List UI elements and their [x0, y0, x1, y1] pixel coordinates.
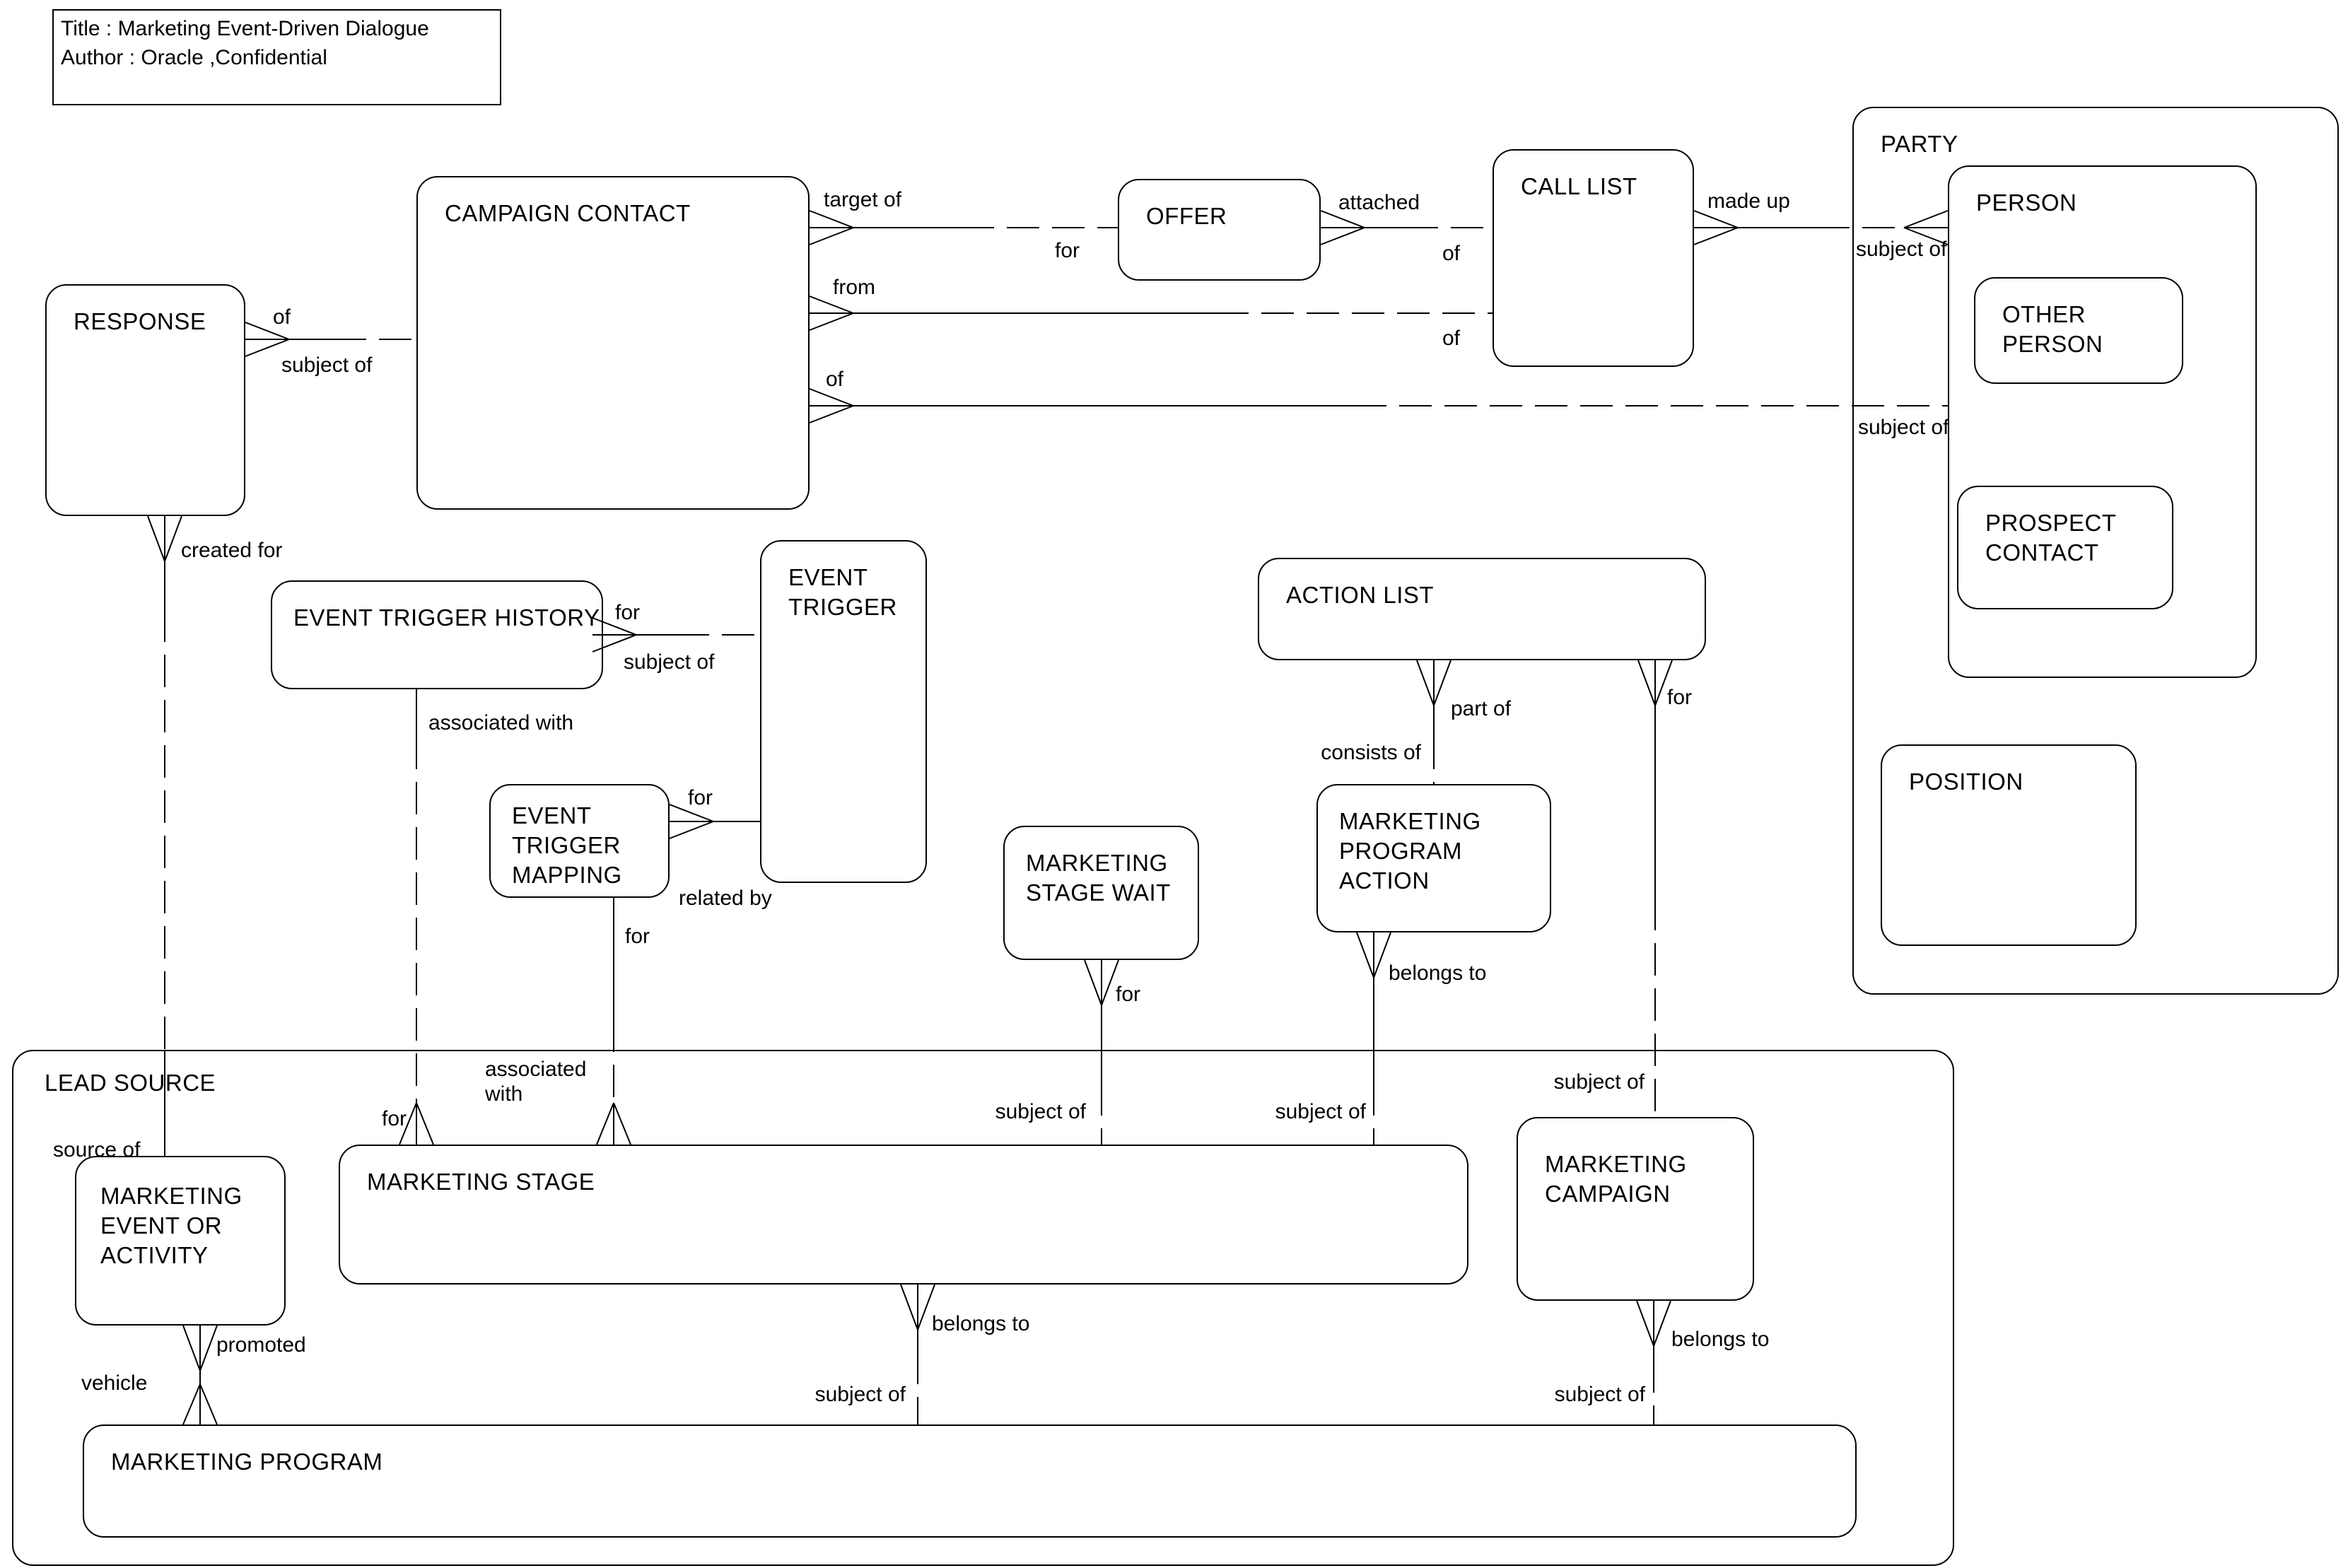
- rel-label-for: for: [625, 925, 650, 948]
- rel-label-subject-of: subject of: [281, 353, 373, 377]
- crowsfoot-campaign-contact-person-icon: [809, 388, 854, 423]
- rel-label-for: for: [381, 1107, 407, 1130]
- rel-label-vehicle: vehicle: [81, 1371, 148, 1395]
- rel-label-subject-of: subject of: [1553, 1070, 1645, 1094]
- entity-action-list: ACTION LIST: [1258, 558, 1706, 660]
- rel-label-for: for: [1116, 983, 1141, 1006]
- entity-label: EVENT TRIGGER MAPPING: [512, 802, 622, 889]
- entity-label: MARKETING STAGE WAIT: [1026, 850, 1171, 906]
- entity-marketing-program-action: MARKETING PROGRAM ACTION: [1316, 784, 1551, 932]
- entity-label: EVENT TRIGGER HISTORY: [293, 604, 600, 631]
- entity-label: MARKETING STAGE: [367, 1169, 595, 1195]
- rel-label-made-up: made up: [1707, 189, 1790, 213]
- entity-label: CALL LIST: [1521, 173, 1637, 199]
- entity-campaign-contact: CAMPAIGN CONTACT: [416, 176, 810, 510]
- crowsfoot-response-mea-icon: [147, 515, 182, 562]
- rel-label-of: of: [1442, 242, 1461, 265]
- entity-label: ACTION LIST: [1286, 582, 1435, 608]
- crowsfoot-msw-marketing-stage-icon: [1084, 959, 1119, 1006]
- entity-marketing-stage-wait: MARKETING STAGE WAIT: [1003, 826, 1199, 960]
- entity-prospect-contact: PROSPECT CONTACT: [1957, 486, 2173, 609]
- entity-label: POSITION: [1909, 768, 2023, 795]
- entity-label: RESPONSE: [74, 308, 206, 334]
- entity-party: PARTY: [1852, 107, 2339, 995]
- rel-label-promoted: promoted: [216, 1333, 306, 1357]
- rel-label-from: from: [833, 276, 875, 299]
- crowsfoot-call-list-person-at-call-list-icon: [1693, 210, 1739, 245]
- entity-label: CAMPAIGN CONTACT: [445, 200, 691, 226]
- rel-label-subject-of: subject of: [995, 1100, 1086, 1123]
- entity-label: PARTY: [1881, 131, 1958, 157]
- entity-label: OTHER PERSON: [2002, 301, 2103, 358]
- rel-label-subject-of: subject of: [624, 650, 715, 674]
- rel-label-for: for: [1667, 686, 1693, 709]
- crowsfoot-campaign-contact-offer-icon: [809, 210, 854, 245]
- entity-label: EVENT TRIGGER: [788, 564, 897, 621]
- rel-label-consists-of: consists of: [1321, 741, 1421, 764]
- author-line: Author : Oracle ,Confidential: [61, 45, 327, 69]
- crowsfoot-mpa-marketing-stage-icon: [1356, 932, 1391, 978]
- rel-label-target-of: target of: [824, 188, 902, 211]
- rel-label-belongs-to: belongs to: [932, 1312, 1030, 1335]
- entity-label: MARKETING CAMPAIGN: [1545, 1151, 1687, 1207]
- rel-label-source-of: source of: [53, 1138, 141, 1162]
- entity-label: MARKETING PROGRAM ACTION: [1339, 808, 1481, 894]
- rel-label-attached: attached: [1338, 191, 1420, 214]
- entity-label: MARKETING EVENT OR ACTIVITY: [100, 1183, 243, 1269]
- rel-label-of: of: [273, 305, 291, 329]
- rel-label-part-of: part of: [1451, 697, 1512, 720]
- rel-label-subject-of: subject of: [1856, 238, 1947, 261]
- rel-label-associated-with: associated with: [428, 711, 574, 735]
- diagram-title: Title : Marketing Event-Driven Dialogue …: [61, 15, 429, 72]
- rel-label-belongs-to: belongs to: [1671, 1328, 1770, 1351]
- entity-event-trigger-mapping: EVENT TRIGGER MAPPING: [489, 784, 670, 898]
- rel-label-subject-of: subject of: [814, 1383, 906, 1406]
- rel-label-belongs-to: belongs to: [1389, 961, 1487, 985]
- rel-label-subject-of: subject of: [1554, 1383, 1645, 1406]
- entity-label: OFFER: [1146, 203, 1227, 229]
- entity-position: POSITION: [1881, 744, 2137, 946]
- entity-marketing-event-or-activity: MARKETING EVENT OR ACTIVITY: [75, 1156, 286, 1326]
- entity-label: LEAD SOURCE: [45, 1070, 216, 1096]
- rel-label-created-for: created for: [181, 539, 283, 562]
- title-line: Title : Marketing Event-Driven Dialogue: [61, 17, 429, 40]
- entity-event-trigger: EVENT TRIGGER: [760, 540, 927, 883]
- entity-label: PROSPECT CONTACT: [1985, 510, 2117, 566]
- entity-label: PERSON: [1976, 189, 2077, 216]
- rel-label-subject-of: subject of: [1275, 1100, 1366, 1123]
- entity-label: MARKETING PROGRAM: [111, 1449, 383, 1475]
- entity-person: PERSON: [1948, 165, 2257, 678]
- rel-label-for: for: [1055, 239, 1080, 262]
- rel-label-for: for: [688, 786, 713, 809]
- entity-offer: OFFER: [1118, 179, 1321, 281]
- entity-marketing-program: MARKETING PROGRAM: [83, 1424, 1857, 1538]
- rel-label-associated-with: associated with: [485, 1058, 587, 1106]
- crowsfoot-offer-call-list-icon: [1320, 210, 1365, 245]
- entity-call-list: CALL LIST: [1493, 149, 1694, 367]
- title-block: Title : Marketing Event-Driven Dialogue …: [52, 9, 501, 105]
- rel-label-related-by: related by: [679, 887, 772, 910]
- crowsfoot-campaign-contact-call-list-icon: [809, 296, 854, 331]
- rel-label-of: of: [1442, 327, 1461, 350]
- entity-marketing-campaign: MARKETING CAMPAIGN: [1517, 1117, 1754, 1301]
- rel-label-of: of: [826, 368, 844, 391]
- entity-response: RESPONSE: [45, 284, 245, 516]
- rel-label-for: for: [615, 601, 641, 624]
- entity-other-person: OTHER PERSON: [1974, 277, 2183, 384]
- entity-marketing-stage: MARKETING STAGE: [339, 1145, 1468, 1285]
- entity-lead-source: LEAD SOURCE: [12, 1050, 1954, 1566]
- rel-label-subject-of: subject of: [1858, 416, 1949, 439]
- entity-event-trigger-history: EVENT TRIGGER HISTORY: [271, 580, 603, 689]
- crowsfoot-action-list-mpa-icon: [1416, 660, 1452, 706]
